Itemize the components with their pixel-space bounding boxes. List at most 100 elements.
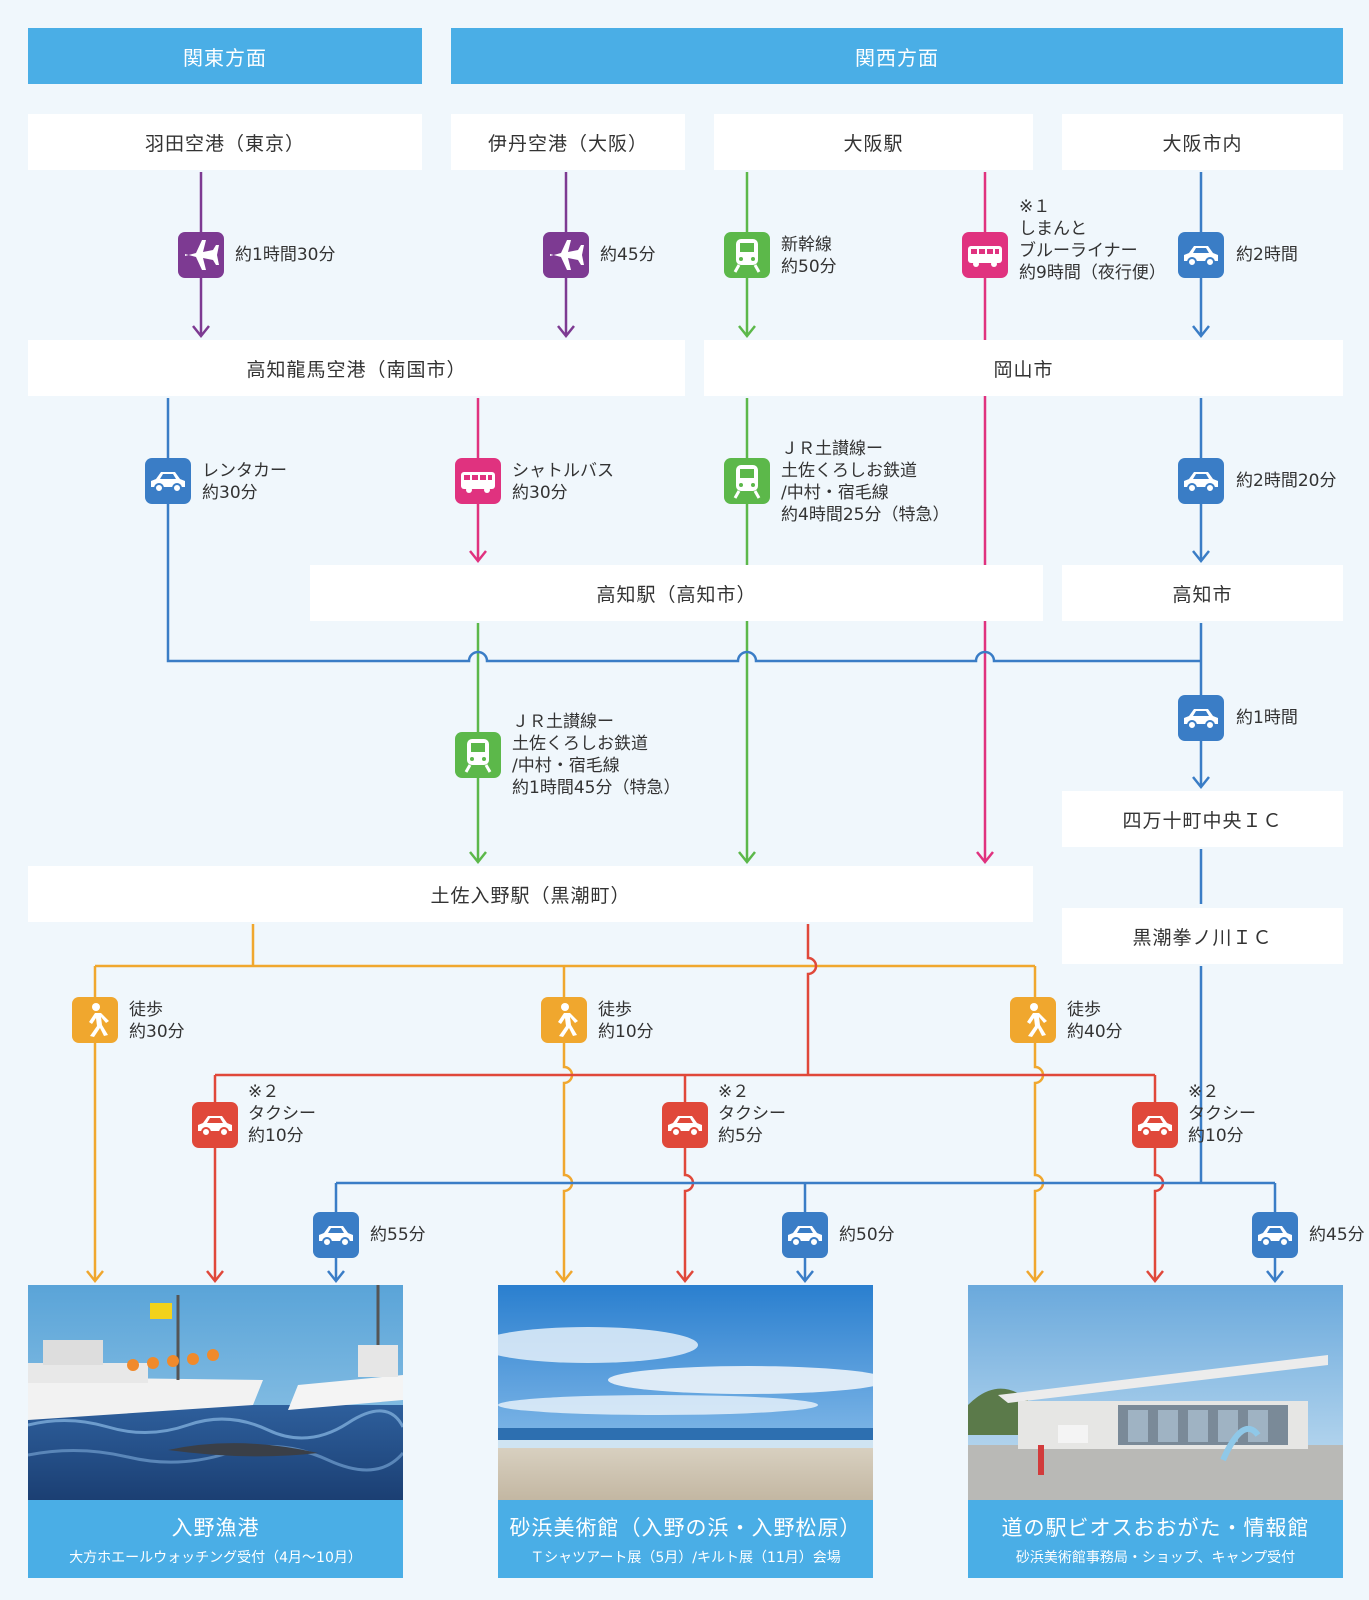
destination-title: 入野漁港 <box>171 1516 260 1540</box>
label-line: 約10分 <box>248 1126 304 1146</box>
arrow-head <box>557 325 575 339</box>
node-tosairino-station: 土佐入野駅（黒潮町） <box>28 866 1033 922</box>
label-line: ※１ <box>1019 197 1051 217</box>
route-taxi-trunk <box>806 924 818 1075</box>
bus-icon <box>962 232 1008 278</box>
arrow-head <box>469 550 487 564</box>
label-jr-from-okayama: ＪＲ土讃線ー 土佐くろしお鉄道 /中村・宿毛線 約4時間25分（特急） <box>781 438 949 526</box>
car-icon <box>145 458 191 504</box>
photo-whale-watching-boats <box>28 1285 403 1500</box>
route-walk-2 <box>562 966 574 1281</box>
destination-caption: 入野漁港 大方ホエールウォッチング受付（4月〜10月） <box>28 1500 403 1578</box>
destination-title: 道の駅ビオスおおがた・情報館 <box>1001 1516 1310 1540</box>
car-icon <box>1252 1212 1298 1258</box>
label-line: 徒歩 <box>1067 1000 1101 1020</box>
label-line: 新幹線 <box>781 235 832 255</box>
plane-icon <box>178 232 224 278</box>
car-icon <box>1178 232 1224 278</box>
car-icon <box>1178 458 1224 504</box>
label-line: 約45分 <box>1309 1225 1365 1245</box>
taxi-icon <box>192 1102 238 1148</box>
node-osaka-station: 大阪駅 <box>714 114 1033 170</box>
label-line: 徒歩 <box>129 1000 163 1020</box>
node-osaka-city: 大阪市内 <box>1062 114 1343 170</box>
label-line: ＪＲ土讃線ー <box>781 439 883 459</box>
label-kochi-car: 約1時間 <box>1236 707 1298 729</box>
walking-person-icon <box>541 997 587 1043</box>
arrow-head <box>1146 1270 1164 1284</box>
train-icon <box>724 458 770 504</box>
arrow-head <box>206 1270 224 1284</box>
label-line: 徒歩 <box>598 1000 632 1020</box>
node-kuroshio-ic: 黒潮拳ノ川ＩＣ <box>1062 908 1343 964</box>
arrow-head <box>555 1270 573 1284</box>
arrow-head <box>738 325 756 339</box>
label-line: 約1時間 <box>1236 708 1298 728</box>
photo-roadside-station <box>968 1285 1343 1500</box>
label-line: 約2時間 <box>1236 245 1298 265</box>
walking-person-icon <box>72 997 118 1043</box>
plane-icon <box>543 232 589 278</box>
arrow-head <box>327 1270 345 1284</box>
arrow-head <box>1192 325 1210 339</box>
label-walk-3: 徒歩 約40分 <box>1067 999 1123 1043</box>
label-line: しまんと <box>1019 219 1087 239</box>
label-line: 土佐くろしお鉄道 <box>781 461 917 481</box>
node-kochi-ryoma-airport: 高知龍馬空港（南国市） <box>28 340 685 396</box>
label-taxi-3: ※２ タクシー 約10分 <box>1188 1081 1256 1147</box>
label-shinkansen: 新幹線 約50分 <box>781 234 837 278</box>
walking-person-icon <box>1010 997 1056 1043</box>
label-line: 約30分 <box>129 1022 185 1042</box>
destination-caption: 道の駅ビオスおおがた・情報館 砂浜美術館事務局・ショップ、キャンプ受付 <box>968 1500 1343 1578</box>
label-taxi-2: ※２ タクシー 約5分 <box>718 1081 786 1147</box>
arrow-head <box>1026 1270 1044 1284</box>
destination-caption: 砂浜美術館（入野の浜・入野松原） Ｔシャツアート展（5月）/キルト展（11月）会… <box>498 1500 873 1578</box>
route-walk-3 <box>1033 966 1045 1281</box>
label-line: タクシー <box>718 1104 786 1124</box>
arrow-head <box>86 1270 104 1284</box>
node-kochi-station: 高知駅（高知市） <box>310 565 1043 621</box>
label-line: ＪＲ土讃線ー <box>512 712 614 732</box>
label-jr-from-kochi: ＪＲ土讃線ー 土佐くろしお鉄道 /中村・宿毛線 約1時間45分（特急） <box>512 711 680 799</box>
header-kansai: 関西方面 <box>451 28 1343 84</box>
taxi-icon <box>1132 1102 1178 1148</box>
label-line: タクシー <box>248 1104 316 1124</box>
destination-subtitle: 砂浜美術館事務局・ショップ、キャンプ受付 <box>1015 1550 1296 1566</box>
label-line: 約9時間（夜行便） <box>1019 263 1166 283</box>
arrow-head <box>469 851 487 865</box>
arrow-head <box>1192 776 1210 790</box>
label-walk-2: 徒歩 約10分 <box>598 999 654 1043</box>
route-rentacar-connector <box>166 398 1201 663</box>
label-car-3: 約45分 <box>1309 1224 1365 1246</box>
label-line: 約1時間30分 <box>235 245 336 265</box>
label-line: ブルーライナー <box>1019 241 1138 261</box>
train-icon <box>455 732 501 778</box>
label-walk-1: 徒歩 約30分 <box>129 999 185 1043</box>
label-line: 約1時間45分（特急） <box>512 778 681 798</box>
node-okayama: 岡山市 <box>704 340 1343 396</box>
label-line: 約50分 <box>781 257 837 277</box>
bus-icon <box>455 458 501 504</box>
destination-subtitle: Ｔシャツアート展（5月）/キルト展（11月）会場 <box>530 1550 841 1566</box>
arrow-head <box>676 1270 694 1284</box>
label-taxi-1: ※２ タクシー 約10分 <box>248 1081 316 1147</box>
label-line: 約45分 <box>600 245 656 265</box>
label-line: シャトルバス <box>512 461 614 481</box>
label-car-2: 約50分 <box>839 1224 895 1246</box>
label-line: レンタカー <box>202 461 287 481</box>
label-haneda-flight: 約1時間30分 <box>235 244 335 266</box>
car-icon <box>782 1212 828 1258</box>
node-itami-airport: 伊丹空港（大阪） <box>451 114 685 170</box>
label-line: /中村・宿毛線 <box>781 483 889 503</box>
label-line: 約10分 <box>598 1022 654 1042</box>
label-line: 約50分 <box>839 1225 895 1245</box>
label-line: ※２ <box>1188 1082 1220 1102</box>
label-line: /中村・宿毛線 <box>512 756 620 776</box>
label-line: 約10分 <box>1188 1126 1244 1146</box>
arrow-head <box>976 851 994 865</box>
car-icon <box>1178 695 1224 741</box>
destination-title: 砂浜美術館（入野の浜・入野松原） <box>509 1516 862 1540</box>
arrow-head <box>1266 1270 1284 1284</box>
label-osaka-car: 約2時間 <box>1236 244 1298 266</box>
